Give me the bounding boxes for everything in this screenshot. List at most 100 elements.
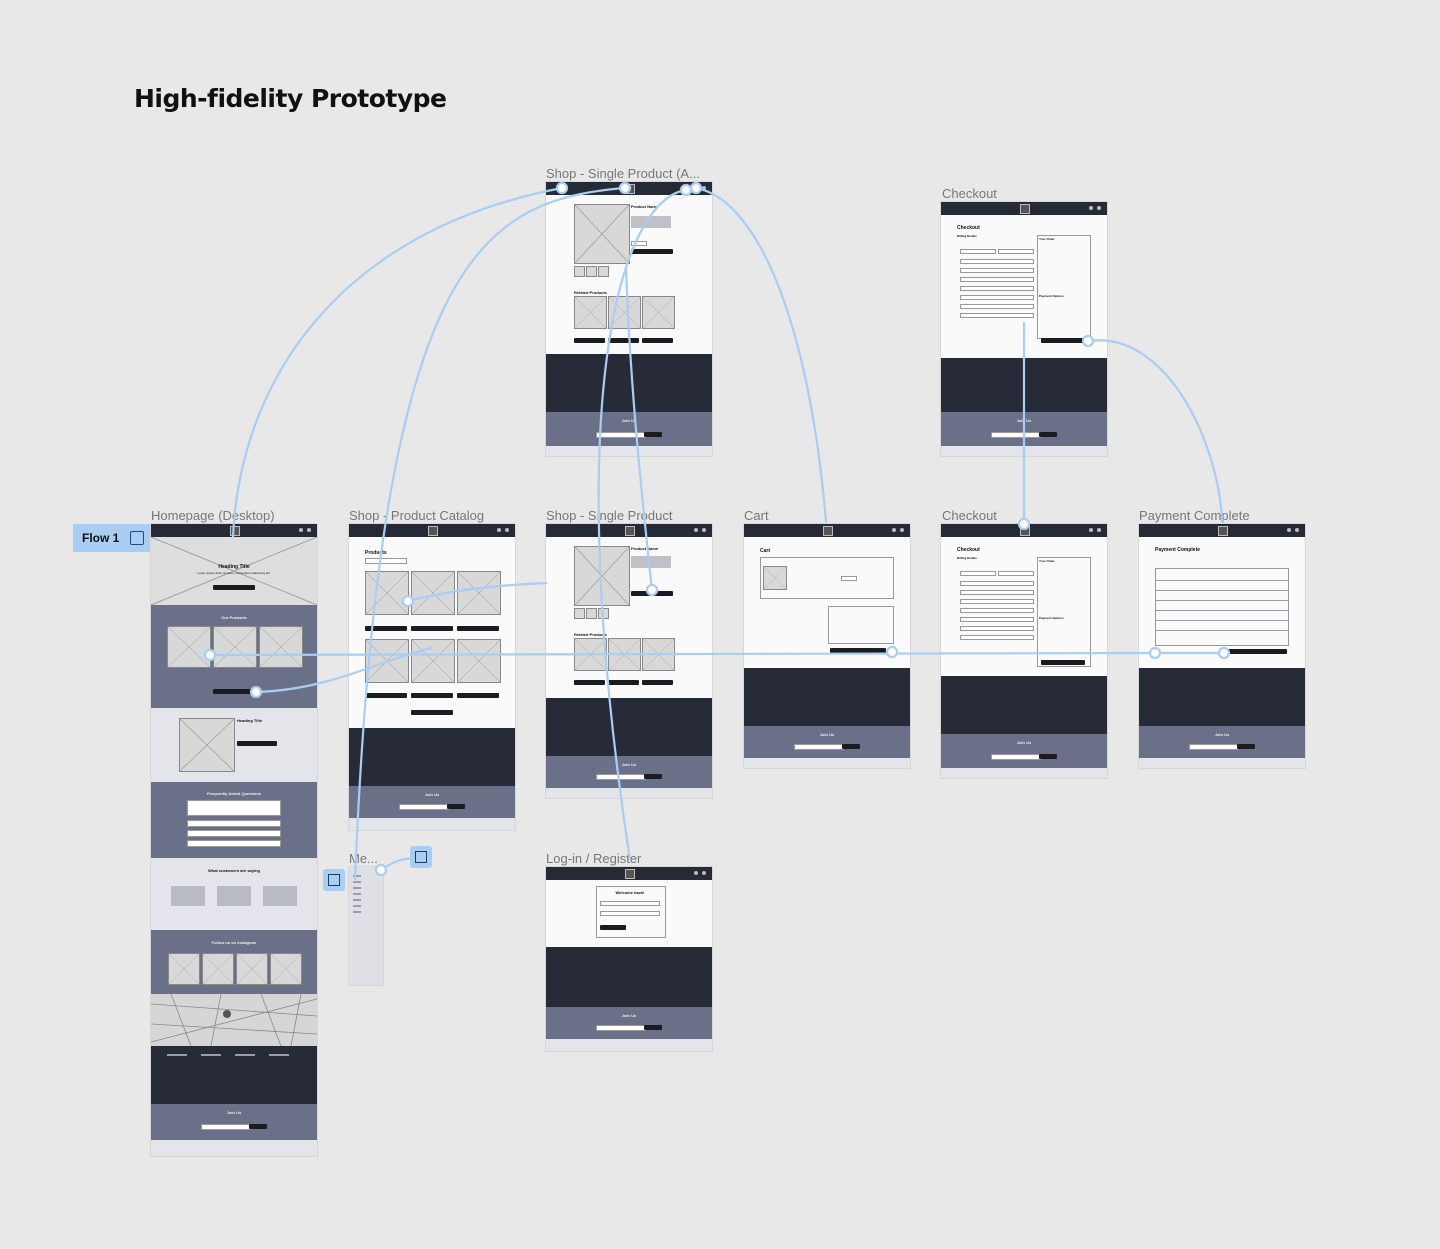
email-input[interactable] [596,774,646,780]
frame-cart[interactable]: Cart Join Us [744,524,910,768]
sort-select[interactable] [365,558,407,564]
menu-item[interactable] [353,899,361,901]
close-overlay-hotspot[interactable] [410,846,432,868]
frame-label-payment-complete[interactable]: Payment Complete [1139,508,1250,523]
frame-label-single-product[interactable]: Shop - Single Product [546,508,673,523]
thumbnail[interactable] [574,608,585,619]
checkout-button[interactable] [830,648,886,653]
related-image[interactable] [574,638,607,671]
frame-label-homepage[interactable]: Homepage (Desktop) [151,508,275,523]
login-button[interactable] [600,925,626,930]
frame-label-catalog[interactable]: Shop - Product Catalog [349,508,485,523]
faq-item[interactable] [187,830,281,837]
feature-button[interactable] [237,741,277,746]
product-image[interactable] [411,639,455,683]
related-image[interactable] [608,638,641,671]
load-more-button[interactable] [411,710,453,715]
frame-checkout-top[interactable]: Checkout Billing Details Your Order Paym… [941,202,1107,456]
username-input[interactable] [600,901,660,906]
frame-catalog[interactable]: Products Join Us [349,524,515,830]
faq-item[interactable] [187,840,281,847]
email-input[interactable] [794,744,844,750]
join-button[interactable] [1039,432,1057,437]
join-button[interactable] [1237,744,1255,749]
add-to-cart-button[interactable] [631,249,673,254]
product-image[interactable] [259,626,303,668]
menu-item[interactable] [353,893,361,895]
join-button[interactable] [842,744,860,749]
add-to-cart-button[interactable] [457,626,499,631]
join-button[interactable] [249,1124,267,1129]
join-button[interactable] [447,804,465,809]
add-to-cart-button[interactable] [411,626,453,631]
product-image[interactable] [167,626,211,668]
add-to-cart-button[interactable] [631,591,673,596]
join-button[interactable] [644,774,662,779]
shop-all-button[interactable] [213,689,255,694]
related-image[interactable] [608,296,641,329]
email-input[interactable] [201,1124,251,1130]
instagram-image[interactable] [236,953,268,985]
product-image[interactable] [411,571,455,615]
map-section[interactable] [151,994,317,1046]
email-input[interactable] [596,1025,646,1031]
cart-item-image[interactable] [763,566,787,590]
add-to-cart-button[interactable] [365,693,407,698]
frame-label-checkout[interactable]: Checkout [942,508,997,523]
join-button[interactable] [644,1025,662,1030]
frame-single-product[interactable]: Product Name Related Products Join Us [546,524,712,798]
continue-shopping-button[interactable] [1223,649,1287,654]
email-input[interactable] [596,432,646,438]
product-image[interactable] [213,626,257,668]
product-image[interactable] [365,571,409,615]
frame-homepage[interactable]: Heading Title Lorem ipsum dolor sit amet… [151,524,317,1156]
overlay-hotspot[interactable] [323,869,345,891]
password-input[interactable] [600,911,660,916]
flow-start-badge[interactable]: Flow 1 [73,524,150,552]
product-image[interactable] [365,639,409,683]
menu-item[interactable] [353,881,361,883]
thumbnail[interactable] [586,608,597,619]
faq-item[interactable] [187,820,281,827]
add-to-cart-button[interactable] [365,626,407,631]
email-input[interactable] [1189,744,1239,750]
frame-label-login[interactable]: Log-in / Register [546,851,642,866]
frame-single-product-a[interactable]: Product Name Related Products Join Us [546,182,712,456]
product-image[interactable] [457,571,501,615]
related-image[interactable] [642,638,675,671]
place-order-button[interactable] [1041,338,1085,343]
product-image[interactable] [457,639,501,683]
menu-item[interactable] [353,887,361,889]
related-image[interactable] [642,296,675,329]
thumbnail[interactable] [598,608,609,619]
instagram-image[interactable] [168,953,200,985]
frame-label-single-product-a[interactable]: Shop - Single Product (A... [546,166,700,181]
thumbnail[interactable] [586,266,597,277]
join-button[interactable] [644,432,662,437]
frame-payment-complete[interactable]: Payment Complete Join Us [1139,524,1305,768]
join-button[interactable] [1039,754,1057,759]
quantity-stepper[interactable] [631,241,647,246]
product-main-image[interactable] [574,546,630,606]
frame-label-cart[interactable]: Cart [744,508,769,523]
frame-checkout[interactable]: Checkout Billing Details Your Order Paym… [941,524,1107,778]
frame-login[interactable]: Welcome back! Join Us [546,867,712,1051]
related-image[interactable] [574,296,607,329]
thumbnail[interactable] [574,266,585,277]
email-input[interactable] [991,432,1041,438]
add-to-cart-button[interactable] [411,693,453,698]
menu-item[interactable] [353,911,361,913]
frame-menu[interactable] [349,867,383,985]
add-to-cart-button[interactable] [457,693,499,698]
thumbnail[interactable] [598,266,609,277]
email-input[interactable] [991,754,1041,760]
instagram-image[interactable] [270,953,302,985]
email-input[interactable] [399,804,449,810]
faq-item-open[interactable] [187,800,281,816]
hero-cta-button[interactable] [213,585,255,590]
instagram-image[interactable] [202,953,234,985]
menu-item[interactable] [353,905,361,907]
quantity-stepper[interactable] [841,576,857,581]
frame-label-checkout-top[interactable]: Checkout [942,186,997,201]
product-main-image[interactable] [574,204,630,264]
